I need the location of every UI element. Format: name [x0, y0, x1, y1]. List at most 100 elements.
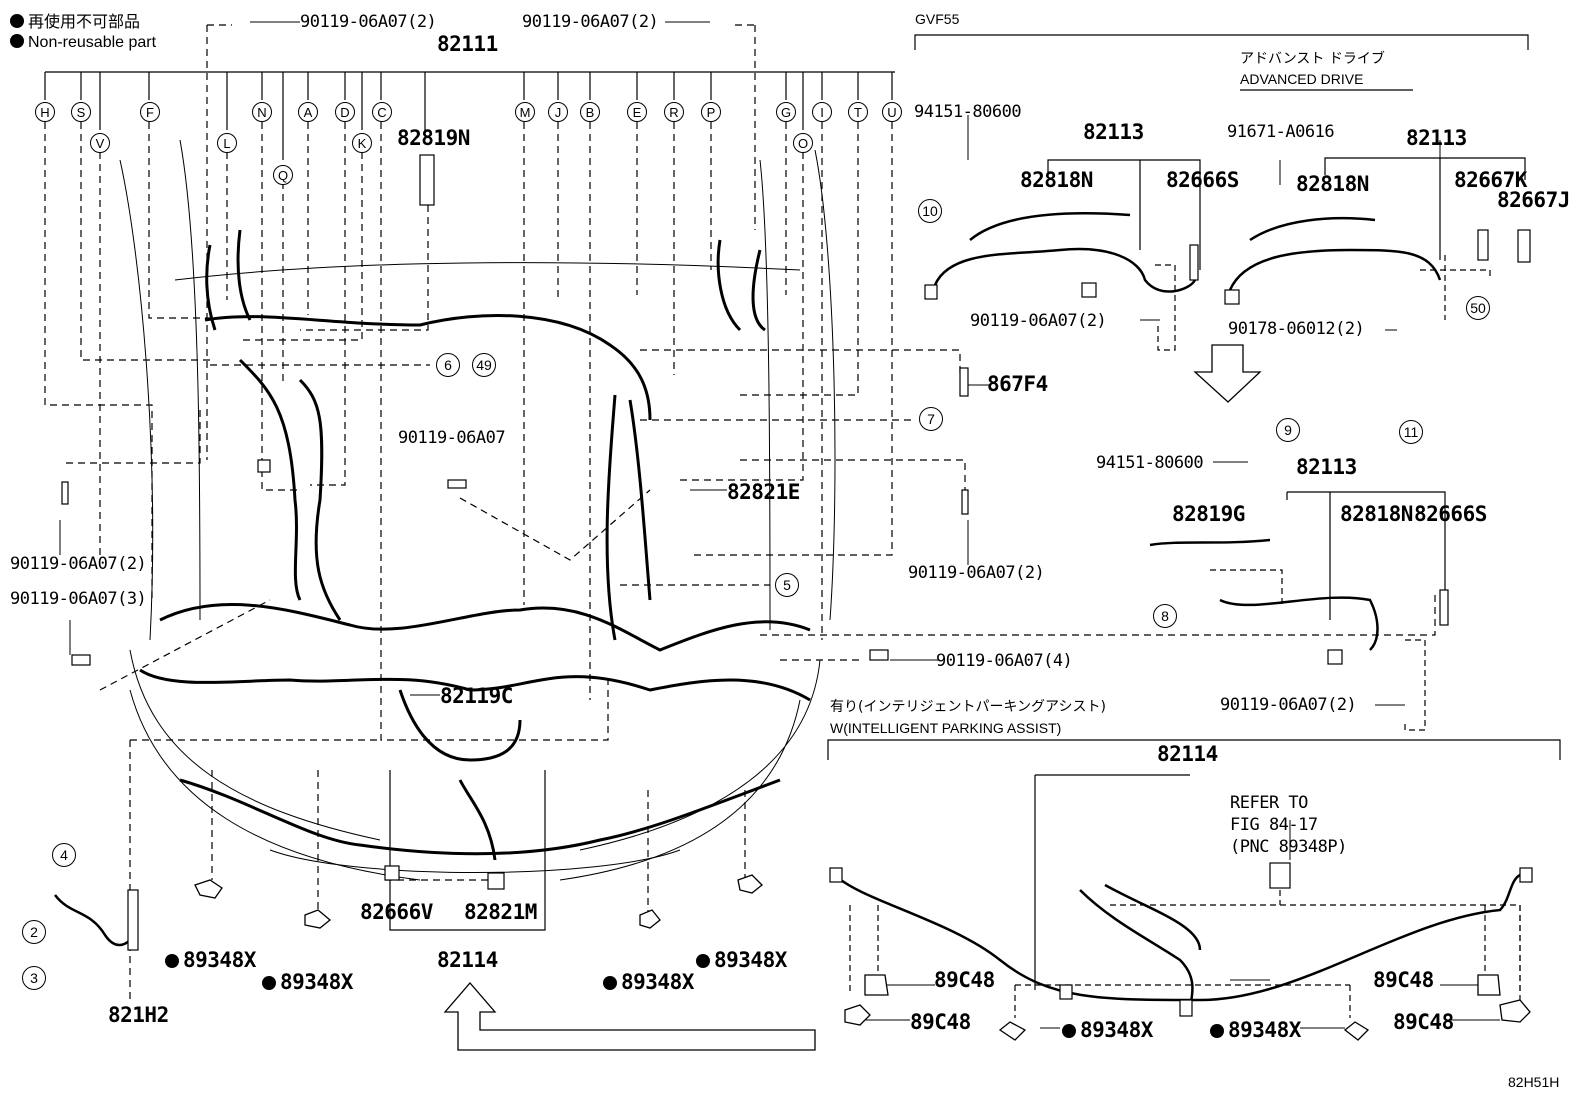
part-p36: 89348X [603, 972, 694, 993]
part-p3: 82819N [397, 126, 470, 150]
part-p6: 82818N [1020, 168, 1093, 192]
part-p17: 82821E [727, 480, 800, 504]
callout-6: 6 [436, 353, 460, 377]
connector-q: Q [273, 165, 293, 185]
advanced-drive-jp: アドバンスト ドライブ [1240, 51, 1385, 67]
part-p43-text: 89348X [1228, 1018, 1301, 1042]
callout-9: 9 [1276, 418, 1300, 442]
part-p26: 90119-06A07(4) [936, 651, 1073, 671]
legend-jp: 再使用不可部品 [10, 8, 140, 32]
refer-line-2: FIG 84-17 [1230, 815, 1318, 835]
non-reusable-dot-icon [10, 14, 24, 28]
part-p11: 82667K [1454, 168, 1527, 192]
callout-8: 8 [1153, 604, 1177, 628]
part-p23: 82666S [1414, 502, 1487, 526]
legend-en-text: Non-reusable part [28, 34, 157, 51]
part-p21: 82819G [1172, 502, 1245, 526]
connector-i: I [812, 102, 832, 122]
part-p5: 82113 [1083, 120, 1144, 144]
callout-7: 7 [919, 407, 943, 431]
figure-id: 82H51H [1508, 1074, 1560, 1090]
part-p28: 90119-06A07(2) [1220, 695, 1357, 715]
connector-a: A [298, 102, 318, 122]
part-p8: 91671-A0616 [1227, 122, 1335, 142]
part-p38: 89C48 [934, 968, 995, 992]
part-p7: 82666S [1166, 168, 1239, 192]
part-p29: 82114 [1157, 742, 1218, 766]
non-reusable-dot-icon [696, 954, 710, 968]
connector-o: O [793, 133, 813, 153]
part-p2: 90119-06A07(2) [522, 12, 659, 32]
part-p42-text: 89348X [1080, 1018, 1153, 1042]
non-reusable-dot-icon [10, 34, 24, 48]
part-p35-text: 89348X [280, 970, 353, 994]
part-p10: 82818N [1296, 172, 1369, 196]
connector-p: P [701, 102, 721, 122]
part-p25: 90119-06A07(3) [10, 589, 147, 609]
part-p9: 82113 [1406, 126, 1467, 150]
legend-jp-text: 再使用不可部品 [28, 14, 141, 31]
connector-e: E [627, 102, 647, 122]
connector-f: F [140, 102, 160, 122]
part-p12: 82667J [1497, 188, 1570, 212]
non-reusable-dot-icon [165, 954, 179, 968]
part-p14: 90178-06012(2) [1228, 319, 1365, 339]
part-p1: 90119-06A07(2) [300, 12, 437, 32]
connector-b: B [580, 102, 600, 122]
part-p42: 89348X [1062, 1020, 1153, 1041]
connector-k: K [352, 133, 372, 153]
connector-c: C [372, 102, 392, 122]
part-p34-text: 89348X [183, 948, 256, 972]
connector-v: V [90, 133, 110, 153]
connector-j: J [548, 102, 568, 122]
ipa-jp: 有り(インテリジェントパーキングアシスト) [830, 699, 1106, 715]
part-p18: 90119-06A07(2) [908, 563, 1045, 583]
refer-line-1: REFER TO [1230, 793, 1308, 813]
part-p36-text: 89348X [621, 970, 694, 994]
callout-2: 2 [22, 920, 46, 944]
connector-m: M [515, 102, 535, 122]
connector-g: G [776, 102, 796, 122]
part-p22: 82818N [1340, 502, 1413, 526]
part-p37-text: 89348X [714, 948, 787, 972]
callout-4: 4 [52, 843, 76, 867]
part-p39: 89C48 [910, 1010, 971, 1034]
connector-h: H [35, 102, 55, 122]
part-p15: 867F4 [987, 372, 1048, 396]
part-p20: 82113 [1296, 455, 1357, 479]
part-p16: 90119-06A07 [398, 428, 506, 448]
part-p40: 89C48 [1373, 968, 1434, 992]
callout-3: 3 [22, 966, 46, 990]
connector-u: U [882, 102, 902, 122]
part-p4: 94151-80600 [914, 102, 1022, 122]
non-reusable-dot-icon [1062, 1024, 1076, 1038]
connector-l: L [217, 133, 237, 153]
non-reusable-dot-icon [262, 976, 276, 990]
connector-d: D [335, 102, 355, 122]
part-p19: 94151-80600 [1096, 453, 1204, 473]
variant-gvf55: GVF55 [915, 11, 960, 27]
part-p27: 82119C [440, 684, 513, 708]
connector-s: S [71, 102, 91, 122]
callout-10: 10 [918, 199, 942, 223]
part-p37: 89348X [696, 950, 787, 971]
connector-t: T [848, 102, 868, 122]
connector-n: N [252, 102, 272, 122]
part-p34: 89348X [165, 950, 256, 971]
part-p13: 90119-06A07(2) [970, 311, 1107, 331]
ipa-en: W(INTELLIGENT PARKING ASSIST) [830, 720, 1062, 736]
non-reusable-dot-icon [603, 976, 617, 990]
part-p31: 82821M [464, 900, 537, 924]
callout-11: 11 [1399, 420, 1423, 444]
part-p33: 821H2 [108, 1003, 169, 1027]
legend-en: Non-reusable part [10, 34, 156, 52]
part-p24: 90119-06A07(2) [10, 554, 147, 574]
connector-r: R [664, 102, 684, 122]
part-p35: 89348X [262, 972, 353, 993]
part-p32: 82114 [437, 948, 498, 972]
callout-49: 49 [472, 353, 496, 377]
callout-50: 50 [1466, 296, 1490, 320]
part-p30: 82666V [360, 900, 433, 924]
